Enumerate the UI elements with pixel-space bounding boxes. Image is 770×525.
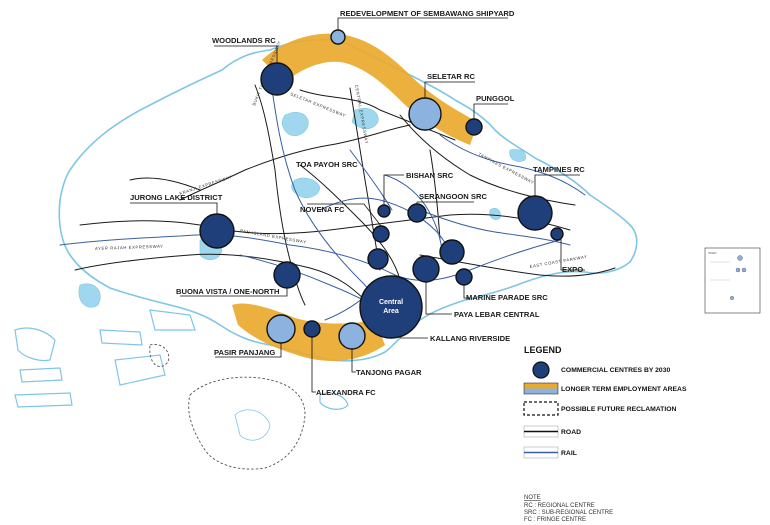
label-seletar: SELETAR RC [427, 72, 475, 81]
label-woodlands: WOODLANDS RC [212, 36, 276, 45]
leader-lines [130, 17, 585, 393]
label-sembawang: REDEVELOPMENT OF SEMBAWANG SHIPYARD [340, 9, 515, 18]
legend-commercial-swatch [532, 361, 550, 379]
label-novena: NOVENA FC [300, 205, 345, 214]
note-rc: RC : REGIONAL CENTRE [524, 503, 595, 509]
label-kallang: KALLANG RIVERSIDE [430, 334, 510, 343]
centre-marine-parade [455, 268, 473, 286]
centre-bishan [407, 203, 427, 223]
legend: LEGEND COMMERCIAL CENTRES BY 2030 LONGER… [523, 345, 687, 459]
place-labels: REDEVELOPMENT OF SEMBAWANG SHIPYARD WOOD… [130, 9, 585, 397]
note-title: NOTE [524, 495, 541, 501]
centre-pasir-panjang [266, 314, 296, 344]
label-tanjong-pagar: TANJONG PAGAR [356, 368, 422, 377]
note-block: NOTE RC : REGIONAL CENTRE SRC : SUB-REGI… [524, 495, 613, 523]
label-expo: EXPO [562, 265, 583, 274]
centre-paya-lebar [412, 255, 440, 283]
label-punggol: PUNGGOL [476, 94, 515, 103]
centre-expo [550, 227, 564, 241]
legend-rail-swatch [523, 446, 559, 459]
note-src: SRC : SUB-REGIONAL CENTRE [524, 510, 613, 516]
inset-map: INSET [704, 247, 761, 314]
legend-commercial-label: COMMERCIAL CENTRES BY 2030 [561, 367, 670, 374]
label-bishan: BISHAN SRC [406, 171, 454, 180]
legend-reclamation-swatch [523, 401, 559, 416]
centre-kallang-north [367, 248, 389, 270]
reclamation-inner [234, 409, 271, 441]
label-paya-lebar: PAYA LEBAR CENTRAL [454, 310, 540, 319]
southern-islands [14, 309, 349, 410]
centre-jurong [199, 213, 235, 249]
label-serangoon: SERANGOON SRC [419, 192, 487, 201]
note-fc: FC : FRINGE CENTRE [524, 517, 586, 523]
legend-title: LEGEND [524, 345, 562, 355]
legend-road-swatch [523, 425, 559, 438]
centre-central-area [359, 275, 423, 339]
centre-alexandra [303, 320, 321, 338]
legend-rail-label: RAIL [561, 450, 577, 457]
legend-road-label: ROAD [561, 429, 581, 436]
inset-title: INSET [708, 251, 717, 255]
centre-buona-vista [273, 261, 301, 289]
label-marine-parade: MARINE PARADE SRC [466, 293, 548, 302]
centre-punggol [465, 118, 483, 136]
label-jurong: JURONG LAKE DISTRICT [130, 193, 223, 202]
centre-woodlands [260, 62, 294, 96]
label-toa-payoh: TOA PAYOH SRC [296, 160, 358, 169]
centre-tampines [517, 195, 553, 231]
centre-toa-payoh [377, 204, 391, 218]
centre-serangoon [439, 239, 465, 265]
road-label-aye: AYER RAJAH EXPRESSWAY [95, 244, 164, 251]
label-pasir-panjang: PASIR PANJANG [214, 348, 275, 357]
centre-sembawang [330, 29, 346, 45]
label-tampines: TAMPINES RC [533, 165, 585, 174]
future-reclamation [149, 343, 306, 470]
centre-seletar [408, 97, 442, 131]
legend-employment-label: LONGER TERM EMPLOYMENT AREAS [561, 386, 687, 393]
label-buona-vista: BUONA VISTA / ONE-NORTH [176, 287, 280, 296]
label-alexandra: ALEXANDRA FC [316, 388, 376, 397]
legend-employment-swatch [523, 382, 559, 395]
legend-reclamation-label: POSSIBLE FUTURE RECLAMATION [561, 406, 677, 413]
central-area-label-1: Central [379, 299, 403, 306]
centre-novena [372, 225, 390, 243]
central-area-label-2: Area [383, 308, 399, 315]
centre-tanjong-pagar [338, 322, 366, 350]
